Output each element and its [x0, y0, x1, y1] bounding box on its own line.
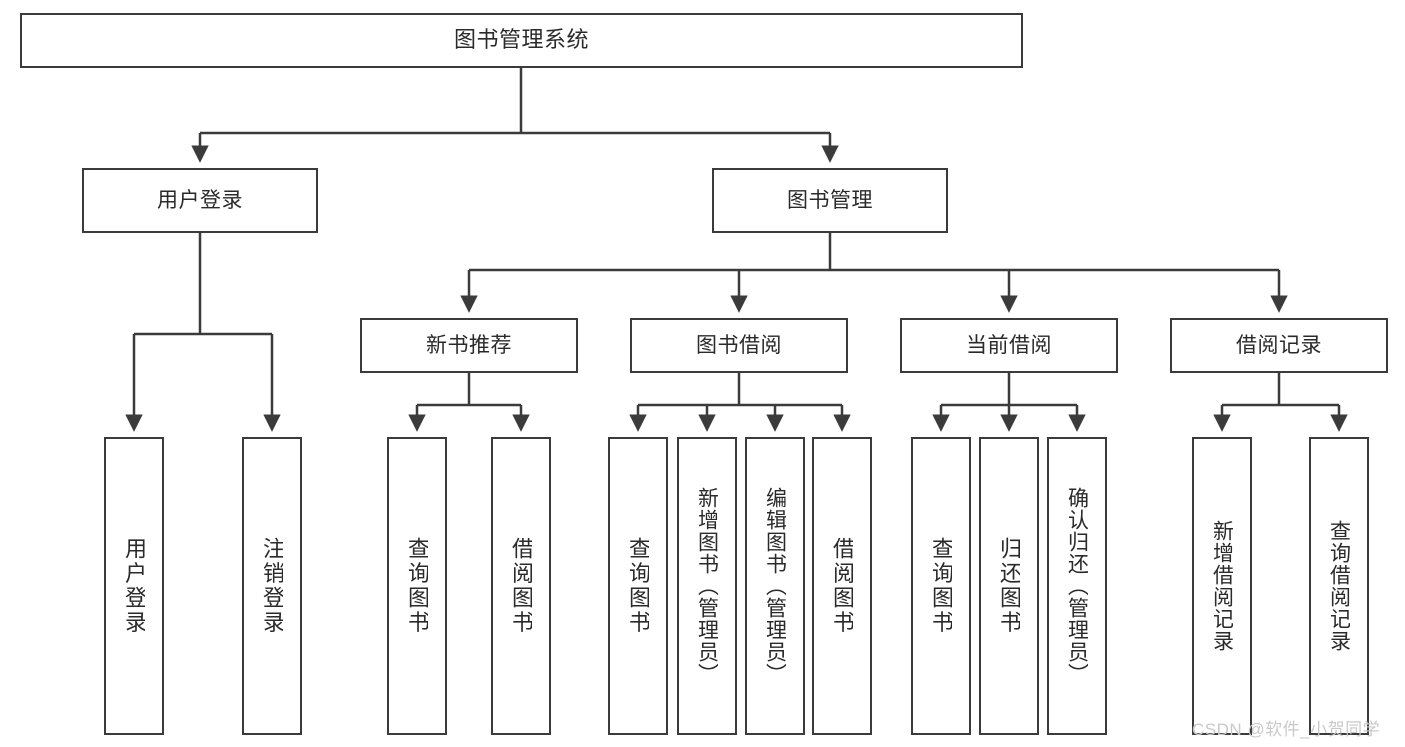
leaf-logout[interactable]: 注销登录	[242, 437, 302, 735]
node-book-management-label: 图书管理	[787, 188, 873, 212]
node-borrow-record-label: 借阅记录	[1236, 333, 1322, 357]
node-book-borrow-label: 图书借阅	[696, 333, 782, 357]
leaf-bookborrow-add-book[interactable]: 新增图书（管理员）	[677, 437, 737, 735]
node-new-book-recommend[interactable]: 新书推荐	[360, 318, 578, 373]
node-book-borrow[interactable]: 图书借阅	[630, 318, 848, 373]
node-user-login-label: 用户登录	[157, 188, 243, 212]
leaf-borrowrecord-add-record[interactable]: 新增借阅记录	[1192, 437, 1252, 735]
node-current-borrow-label: 当前借阅	[966, 333, 1052, 357]
node-borrow-record[interactable]: 借阅记录	[1170, 318, 1388, 373]
node-root-label: 图书管理系统	[453, 27, 589, 53]
leaf-borrowrecord-add-record-label: 新增借阅记录	[1211, 520, 1233, 652]
node-current-borrow[interactable]: 当前借阅	[900, 318, 1118, 373]
leaf-bookborrow-query-book-label: 查询图书	[627, 537, 649, 635]
leaf-logout-label: 注销登录	[261, 537, 283, 635]
watermark: CSDN @软件_小贺同学	[1192, 720, 1381, 739]
leaf-currentborrow-confirm-return[interactable]: 确认归还（管理员）	[1047, 437, 1107, 735]
node-new-book-recommend-label: 新书推荐	[426, 333, 512, 357]
leaf-user-login[interactable]: 用户登录	[104, 437, 164, 735]
leaf-newbook-borrow-book-label: 借阅图书	[510, 537, 532, 635]
leaf-bookborrow-edit-book[interactable]: 编辑图书（管理员）	[745, 437, 805, 735]
leaf-bookborrow-add-book-label: 新增图书（管理员）	[696, 487, 718, 685]
leaf-currentborrow-return-book-label: 归还图书	[998, 537, 1020, 635]
leaf-newbook-query-book[interactable]: 查询图书	[387, 437, 447, 735]
leaf-currentborrow-return-book[interactable]: 归还图书	[979, 437, 1039, 735]
leaf-bookborrow-query-book[interactable]: 查询图书	[608, 437, 668, 735]
node-book-management[interactable]: 图书管理	[712, 168, 948, 233]
leaf-user-login-label: 用户登录	[123, 537, 145, 635]
leaf-currentborrow-query-book-label: 查询图书	[930, 537, 952, 635]
leaf-bookborrow-borrow-book[interactable]: 借阅图书	[812, 437, 872, 735]
leaf-borrowrecord-query-record-label: 查询借阅记录	[1328, 520, 1350, 652]
leaf-newbook-borrow-book[interactable]: 借阅图书	[491, 437, 551, 735]
leaf-bookborrow-borrow-book-label: 借阅图书	[831, 537, 853, 635]
node-user-login[interactable]: 用户登录	[82, 168, 318, 233]
node-root[interactable]: 图书管理系统	[20, 13, 1023, 68]
leaf-currentborrow-confirm-return-label: 确认归还（管理员）	[1066, 487, 1088, 685]
leaf-bookborrow-edit-book-label: 编辑图书（管理员）	[764, 487, 786, 685]
leaf-borrowrecord-query-record[interactable]: 查询借阅记录	[1309, 437, 1369, 735]
leaf-newbook-query-book-label: 查询图书	[406, 537, 428, 635]
leaf-currentborrow-query-book[interactable]: 查询图书	[911, 437, 971, 735]
